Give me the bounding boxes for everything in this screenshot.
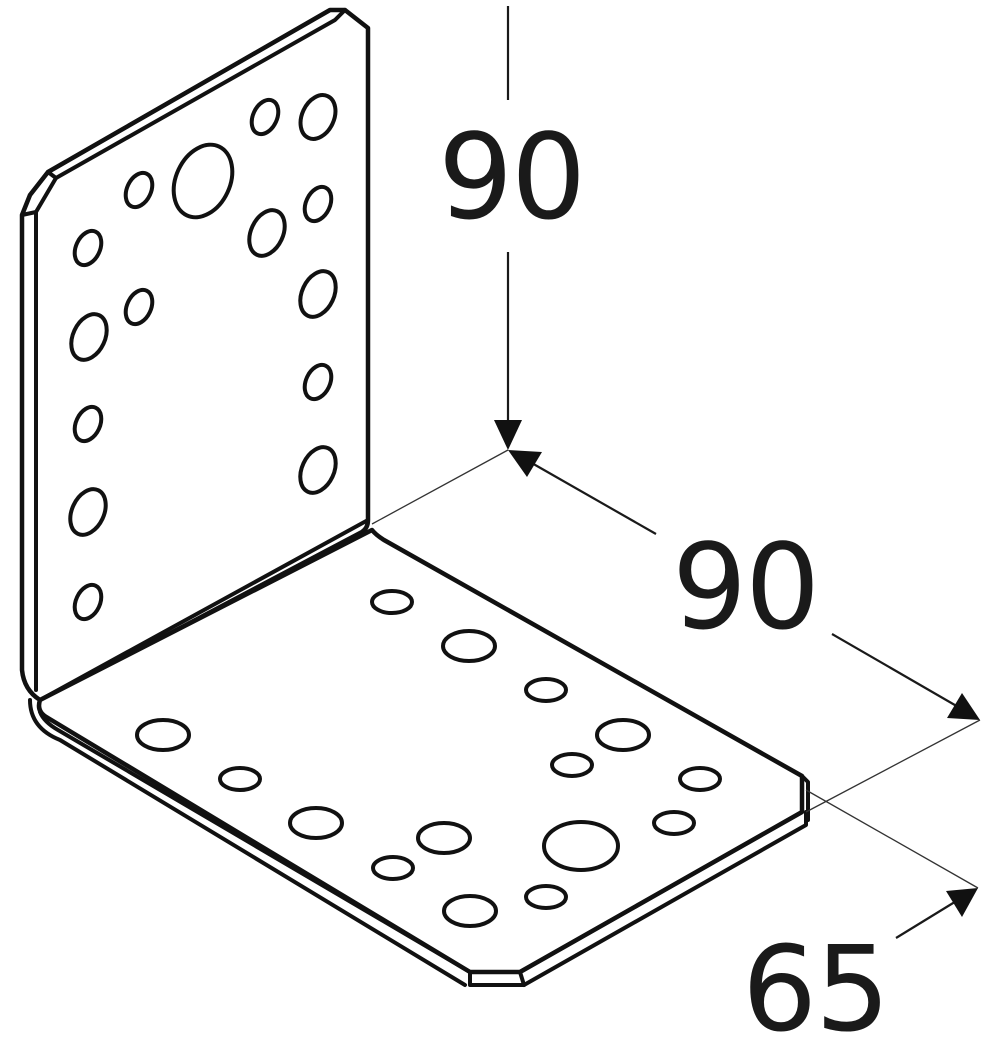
horizontal-leg-holes (135, 589, 722, 928)
hole (249, 97, 281, 137)
hole (542, 820, 620, 872)
hole (68, 487, 108, 537)
vertical-leg-holes (68, 93, 338, 622)
hole (595, 718, 651, 752)
hole (298, 445, 338, 495)
hole (302, 184, 334, 224)
hole (524, 677, 568, 703)
hole (298, 93, 338, 141)
arrow-downright-icon (947, 693, 980, 720)
hole (678, 766, 722, 792)
hole (524, 884, 568, 910)
hole (441, 629, 497, 663)
hole (302, 362, 334, 402)
arrow-upleft-icon (508, 450, 542, 477)
hole (218, 766, 262, 792)
dimension-width (805, 789, 979, 939)
hole (550, 752, 594, 778)
hole (288, 806, 344, 840)
angle-bracket-drawing (19, 6, 981, 987)
hole (442, 894, 498, 928)
hole (171, 142, 235, 220)
hole (371, 855, 415, 881)
hole (123, 170, 155, 210)
dimension-label-depth: 90 (672, 518, 820, 656)
arrow-down-icon (494, 420, 522, 450)
hole (370, 589, 414, 615)
arrow-upright-icon (946, 888, 978, 917)
dimension-height (494, 6, 522, 450)
hole (72, 582, 104, 622)
hole (416, 821, 472, 855)
hole (247, 208, 287, 258)
dimension-label-height: 90 (438, 108, 586, 246)
hole (69, 312, 109, 362)
hole (72, 404, 104, 444)
hole (652, 810, 696, 836)
dimension-depth (371, 449, 981, 813)
dimension-label-width: 65 (742, 920, 890, 1058)
hole (72, 228, 104, 268)
hole (123, 287, 155, 327)
hole (135, 718, 191, 752)
hole (298, 269, 338, 319)
